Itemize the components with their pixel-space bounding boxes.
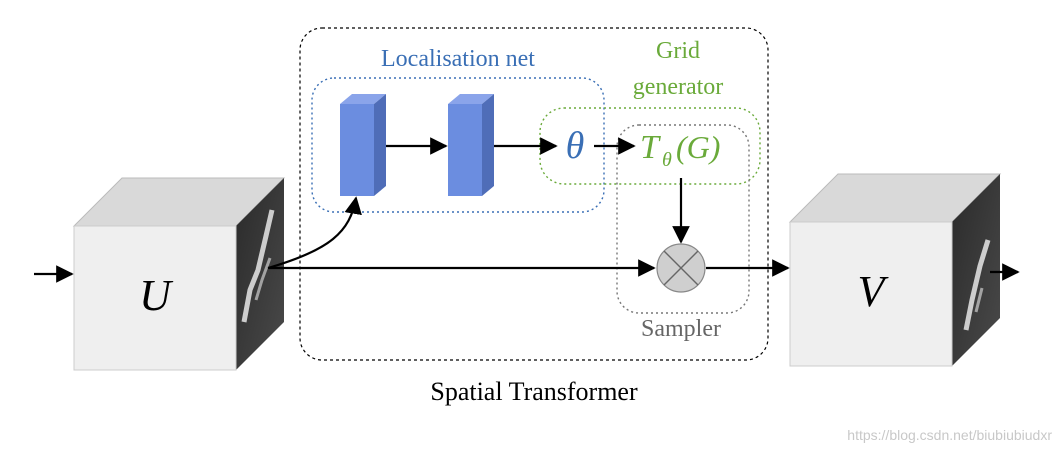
output-label-V: V bbox=[858, 267, 890, 316]
transform-subscript: θ bbox=[662, 149, 672, 171]
sampler-node bbox=[656, 243, 706, 293]
localisation-layer-2 bbox=[448, 94, 494, 196]
output-feature-map-V: V bbox=[788, 173, 1002, 367]
arrow-U-to-localisation bbox=[267, 196, 362, 270]
grid-generator-label-line1: Grid bbox=[656, 38, 700, 64]
sampler-boundary bbox=[616, 124, 750, 314]
diagram-title: Spatial Transformer bbox=[430, 377, 638, 406]
transform-symbol: T bbox=[640, 129, 661, 166]
grid-generator-boundary bbox=[539, 107, 761, 185]
input-feature-map-U: U bbox=[72, 177, 286, 371]
watermark-text: https://blog.csdn.net/biubiubiudxr bbox=[847, 427, 1052, 443]
theta-symbol: θ bbox=[566, 125, 585, 167]
localisation-net-boundary bbox=[311, 77, 605, 213]
sampler-label: Sampler bbox=[641, 316, 721, 342]
transform-expression: T θ (G) bbox=[640, 129, 720, 171]
localisation-net-label: Localisation net bbox=[381, 46, 535, 72]
input-label-U: U bbox=[139, 271, 174, 320]
spatial-transformer-boundary bbox=[299, 27, 769, 361]
localisation-layer-1 bbox=[340, 94, 386, 196]
transform-argument: (G) bbox=[676, 129, 720, 165]
grid-generator-label-line2: generator bbox=[633, 74, 724, 100]
